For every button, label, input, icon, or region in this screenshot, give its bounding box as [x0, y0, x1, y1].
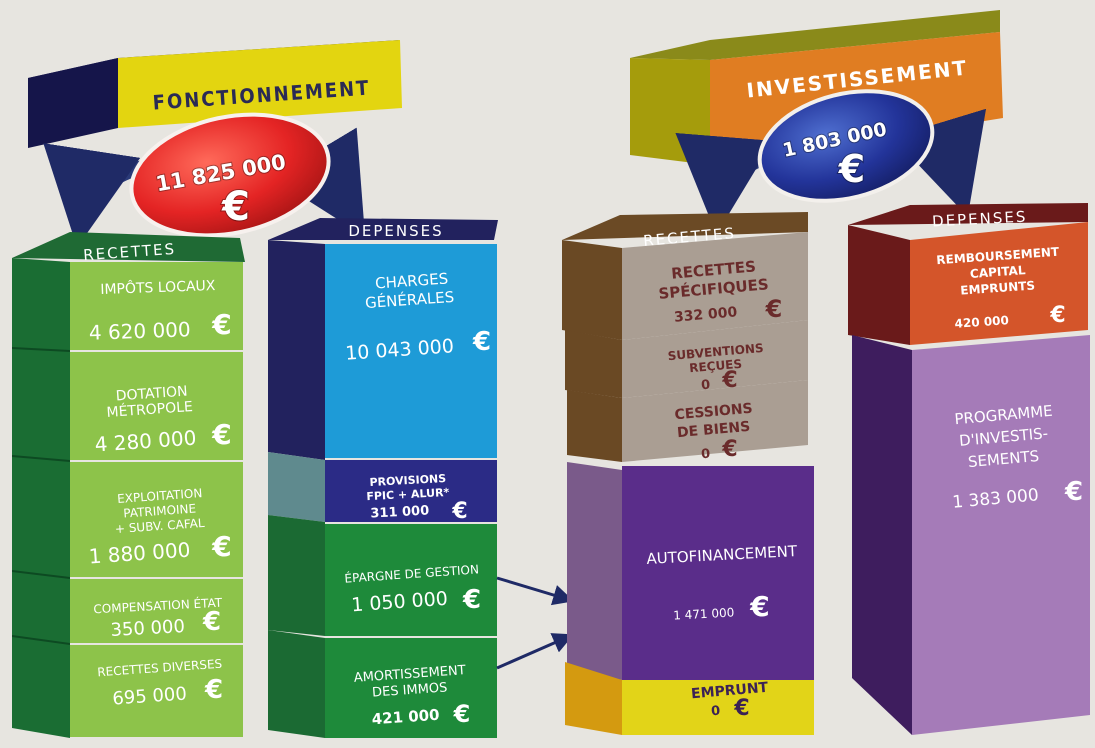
- depenses-fonct-label: CHARGES: [375, 269, 449, 292]
- depenses-invest-amount: 420 000: [954, 313, 1009, 331]
- depenses-invest-label: CAPITAL: [970, 263, 1027, 281]
- euro-icon: €: [202, 607, 221, 637]
- recettes-investissement-column: RECETTES: [562, 212, 814, 735]
- euro-icon: €: [204, 675, 223, 705]
- recettes-invest-amount: 0: [701, 378, 711, 394]
- depenses-fonct-label: DES IMMOS: [372, 680, 448, 700]
- euro-icon: €: [211, 418, 231, 451]
- recettes-invest-amount: 0: [711, 704, 721, 720]
- recettes-fonct-label: PATRIMOINE: [123, 501, 197, 520]
- euro-icon: €: [211, 530, 231, 563]
- euro-icon: €: [749, 590, 769, 623]
- recettes-invest-amount: 332 000: [673, 304, 738, 325]
- depenses-fonct-amount: 421 000: [371, 706, 440, 729]
- depenses-investissement-column: DEPENSES: [848, 203, 1090, 735]
- fonctionnement-banner: FONCTIONNEMENT: [28, 40, 402, 148]
- depenses-fonctionnement-column: DEPENSES: [268, 218, 498, 738]
- recettes-fonct-label: + SUBV. CAFAL: [114, 516, 205, 536]
- recettes-fonct-label: MÉTROPOLE: [106, 398, 193, 421]
- euro-icon: €: [765, 295, 783, 323]
- euro-icon: €: [721, 368, 737, 393]
- arrow-to-recettes-invest: [675, 132, 774, 235]
- euro-icon: €: [462, 585, 481, 615]
- investissement-euro: €: [838, 147, 865, 191]
- euro-icon: €: [211, 308, 231, 341]
- recettes-invest-amount: 0: [701, 447, 711, 463]
- euro-icon: €: [472, 327, 491, 357]
- depenses-fonct-header: DEPENSES: [348, 222, 443, 240]
- recettes-fonct-label: EXPLOITATION: [117, 486, 203, 506]
- recettes-invest-label: CESSIONS: [674, 401, 753, 424]
- recettes-invest-label: DE BIENS: [676, 419, 750, 441]
- recettes-fonct-label: DOTATION: [115, 384, 188, 405]
- recettes-fonct-label: IMPÔTS LOCAUX: [100, 276, 216, 298]
- euro-icon: €: [733, 696, 749, 721]
- recettes-invest-label: REÇUES: [689, 357, 743, 376]
- recettes-fonct-items: IMPÔTS LOCAUX 4 620 000 € DOTATIONMÉTROPOLE…: [88, 276, 232, 710]
- euro-icon: €: [1064, 477, 1083, 507]
- euro-icon: €: [451, 499, 467, 524]
- depenses-invest-label: EMPRUNTS: [960, 278, 1036, 297]
- recettes-fonct-amount: 350 000: [110, 616, 185, 641]
- fonctionnement-euro: €: [221, 184, 250, 230]
- euro-icon: €: [453, 700, 471, 728]
- depenses-fonct-amount: 311 000: [370, 503, 430, 521]
- depenses-invest-header: DEPENSES: [932, 208, 1028, 231]
- depenses-fonct-label: FPIC + ALUR*: [366, 486, 450, 503]
- euro-icon: €: [721, 437, 737, 462]
- arrow-epargne-to-autofinancement: [496, 576, 575, 606]
- recettes-invest-label: EMPRUNT: [691, 680, 770, 703]
- recettes-invest-amount: 1 471 000: [673, 605, 735, 622]
- recettes-fonct-amount: 695 000: [112, 683, 188, 709]
- investissement-total-seal: 1 803 000 €: [757, 89, 935, 203]
- recettes-fonct-label: COMPENSATION ÉTAT: [93, 595, 223, 617]
- fonctionnement-total-seal: 11 825 000 €: [129, 112, 331, 238]
- recettes-fonctionnement-column: RECETTES: [12, 232, 245, 738]
- arrow-amortissement-to-autofinancement: [496, 633, 574, 670]
- depenses-fonct-label: PROVISIONS: [369, 472, 446, 489]
- euro-icon: €: [1049, 303, 1065, 328]
- recettes-fonct-amount: 4 620 000: [88, 317, 191, 345]
